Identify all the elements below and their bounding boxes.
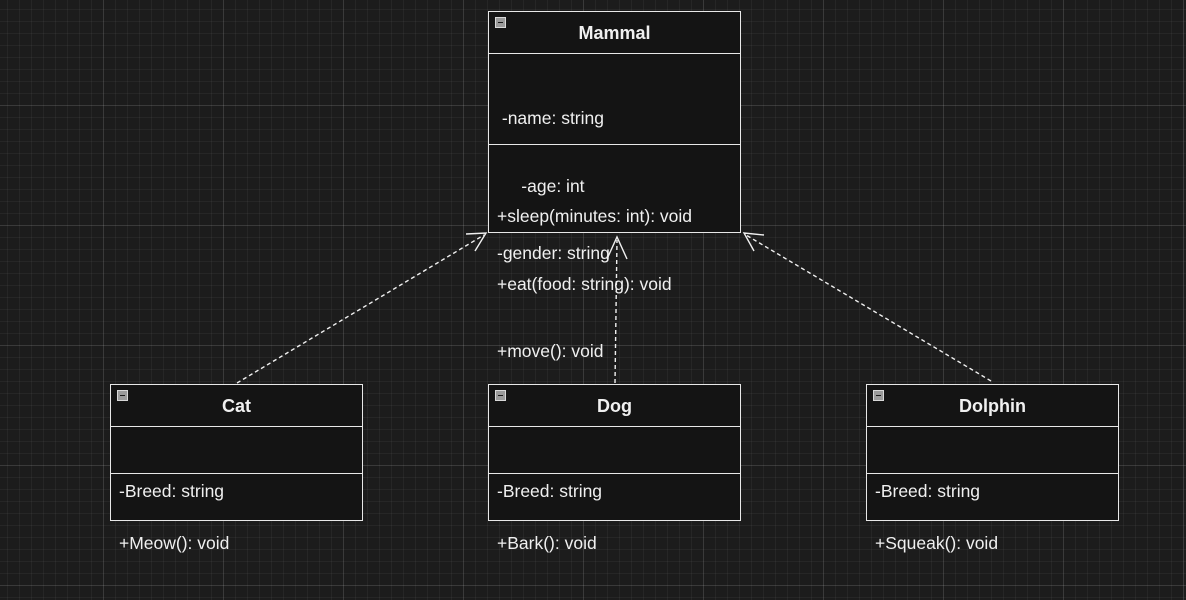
attribute-age: -age: int xyxy=(497,175,585,196)
method-meow: +Meow(): void xyxy=(119,533,230,553)
cat-class-header[interactable]: Cat xyxy=(111,385,362,427)
dolphin-class-name: Dolphin xyxy=(959,396,1026,416)
attribute-gender: -gender: string xyxy=(497,243,610,263)
collapse-icon[interactable] xyxy=(495,17,506,28)
dog-methods[interactable]: +Bark(): void xyxy=(489,474,740,600)
cat-class-name: Cat xyxy=(221,396,251,416)
cat-attributes[interactable]: -Breed: string xyxy=(111,427,362,501)
cat-to-mammal-arrowhead xyxy=(465,232,488,252)
attribute-name: -name: string xyxy=(497,108,604,128)
cat-to-mammal-dashed-line[interactable] xyxy=(236,234,485,384)
attribute-breed: -Breed: string xyxy=(497,481,603,501)
method-eat: +eat(food: string): void xyxy=(497,273,672,294)
dolphin-attributes[interactable]: -Breed: string xyxy=(867,427,1118,501)
method-move: +move(): void xyxy=(497,341,604,361)
dolphin-class-box[interactable]: Dolphin -Breed: string +Squeak(): void xyxy=(866,384,1119,553)
mammal-methods[interactable]: +sleep(minutes: int): void +eat(food: st… xyxy=(489,145,740,408)
dolphin-methods[interactable]: +Squeak(): void xyxy=(867,474,1118,600)
method-bark: +Bark(): void xyxy=(497,533,597,553)
mammal-class-box[interactable]: Mammal -name: string -age: int -gender: … xyxy=(488,11,741,361)
dolphin-class-header[interactable]: Dolphin xyxy=(867,385,1118,427)
method-squeak: +Squeak(): void xyxy=(875,533,999,553)
collapse-icon[interactable] xyxy=(117,390,128,401)
dolphin-to-mammal-arrowhead xyxy=(742,232,765,252)
dog-class-box[interactable]: Dog -Breed: string +Bark(): void xyxy=(488,384,741,553)
attribute-breed: -Breed: string xyxy=(119,481,225,501)
dolphin-to-mammal-dashed-line[interactable] xyxy=(745,234,992,382)
dog-class-name: Dog xyxy=(597,396,632,416)
dog-class-header[interactable]: Dog xyxy=(489,385,740,427)
dog-to-mammal-arrowhead xyxy=(606,235,628,260)
mammal-class-header[interactable]: Mammal xyxy=(489,12,740,54)
collapse-icon[interactable] xyxy=(495,390,506,401)
dog-attributes[interactable]: -Breed: string xyxy=(489,427,740,501)
dog-to-mammal-dashed-line[interactable] xyxy=(614,239,618,384)
mammal-class-name: Mammal xyxy=(578,23,651,43)
method-sleep: +sleep(minutes: int): void xyxy=(497,206,693,226)
attribute-breed: -Breed: string xyxy=(875,481,981,501)
cat-class-box[interactable]: Cat -Breed: string +Meow(): void xyxy=(110,384,363,553)
cat-methods[interactable]: +Meow(): void xyxy=(111,474,362,600)
mammal-attributes[interactable]: -name: string -age: int -gender: string xyxy=(489,54,740,263)
collapse-icon[interactable] xyxy=(873,390,884,401)
connectors-layer xyxy=(236,232,992,384)
